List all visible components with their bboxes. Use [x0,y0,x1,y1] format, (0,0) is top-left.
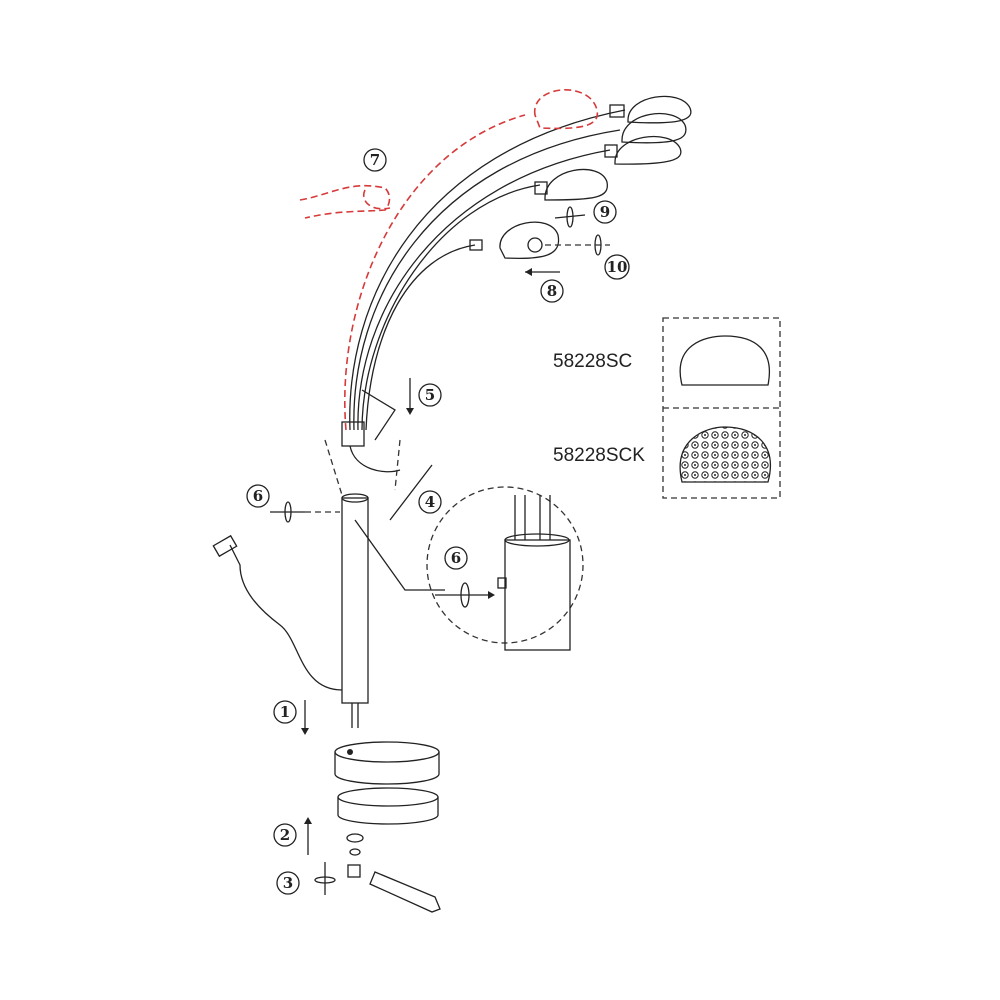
step-3: 3 [276,871,300,895]
detail-view [426,486,584,651]
svg-text:2: 2 [280,826,290,844]
step-1: 1 [273,700,297,724]
svg-text:10: 10 [607,258,628,276]
svg-text:5: 5 [425,386,435,404]
step-4: 4 [418,490,442,514]
step-5: 5 [418,383,442,407]
lamp-pole [212,493,445,728]
shade-smooth-icon [679,335,770,386]
shade-fixing-screws [525,206,610,276]
svg-text:1: 1 [280,703,290,721]
step-labels: 7 9 10 8 5 4 6 6 1 2 3 [246,148,630,895]
step-9: 9 [593,200,617,224]
svg-text:9: 9 [600,203,610,221]
shade-textured-icon [679,426,771,483]
svg-text:3: 3 [283,874,293,892]
step-8: 8 [540,279,564,303]
svg-text:4: 4 [425,493,435,511]
shade-variants: 58228SC 58228SCK [553,317,781,499]
step-6-b: 6 [444,546,468,570]
arm-junction [324,378,433,521]
svg-text:7: 7 [370,151,380,169]
step-2: 2 [273,823,297,847]
arm-adjust-path [344,114,526,431]
lamp-shades [469,89,692,260]
step-7: 7 [363,148,387,172]
svg-text:6: 6 [451,549,461,567]
svg-text:8: 8 [547,282,557,300]
variant-model-smooth: 58228SC [553,351,632,372]
step-6-a: 6 [246,484,270,508]
hand-icon [299,184,391,219]
lamp-base [301,700,441,913]
svg-text:6: 6 [253,487,263,505]
lamp-arms [344,109,626,431]
variant-model-textured: 58228SCK [553,445,645,466]
step-10: 10 [604,254,630,280]
